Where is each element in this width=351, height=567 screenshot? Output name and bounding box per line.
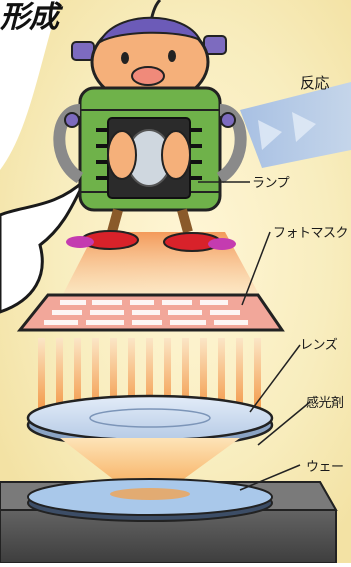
photoresist-leader-line [257,401,311,446]
page-title: 形成 [0,0,59,35]
wafer-disc [27,478,273,522]
wafer-label: ウェー [306,460,344,475]
photomask-leader-line [241,231,271,306]
reaction-label: 反応 [300,74,330,92]
leader-lines [198,181,311,491]
light-rays [38,338,261,410]
lens-disc [26,394,274,449]
robot-lamp-character-icon [53,0,247,252]
photomask-label: フォトマスク [273,226,349,241]
wafer-leader-line [239,464,301,491]
chevron-arrow-icon [240,82,351,168]
photomask-plate [16,293,285,332]
lens-leader-line [249,344,301,413]
photoresist-label: 感光剤 [306,396,344,411]
lens-label: レンズ [300,338,338,353]
focused-light-cone [60,438,240,500]
speech-bubble-icon [0,178,87,314]
lamp-label: ランプ [252,176,290,191]
